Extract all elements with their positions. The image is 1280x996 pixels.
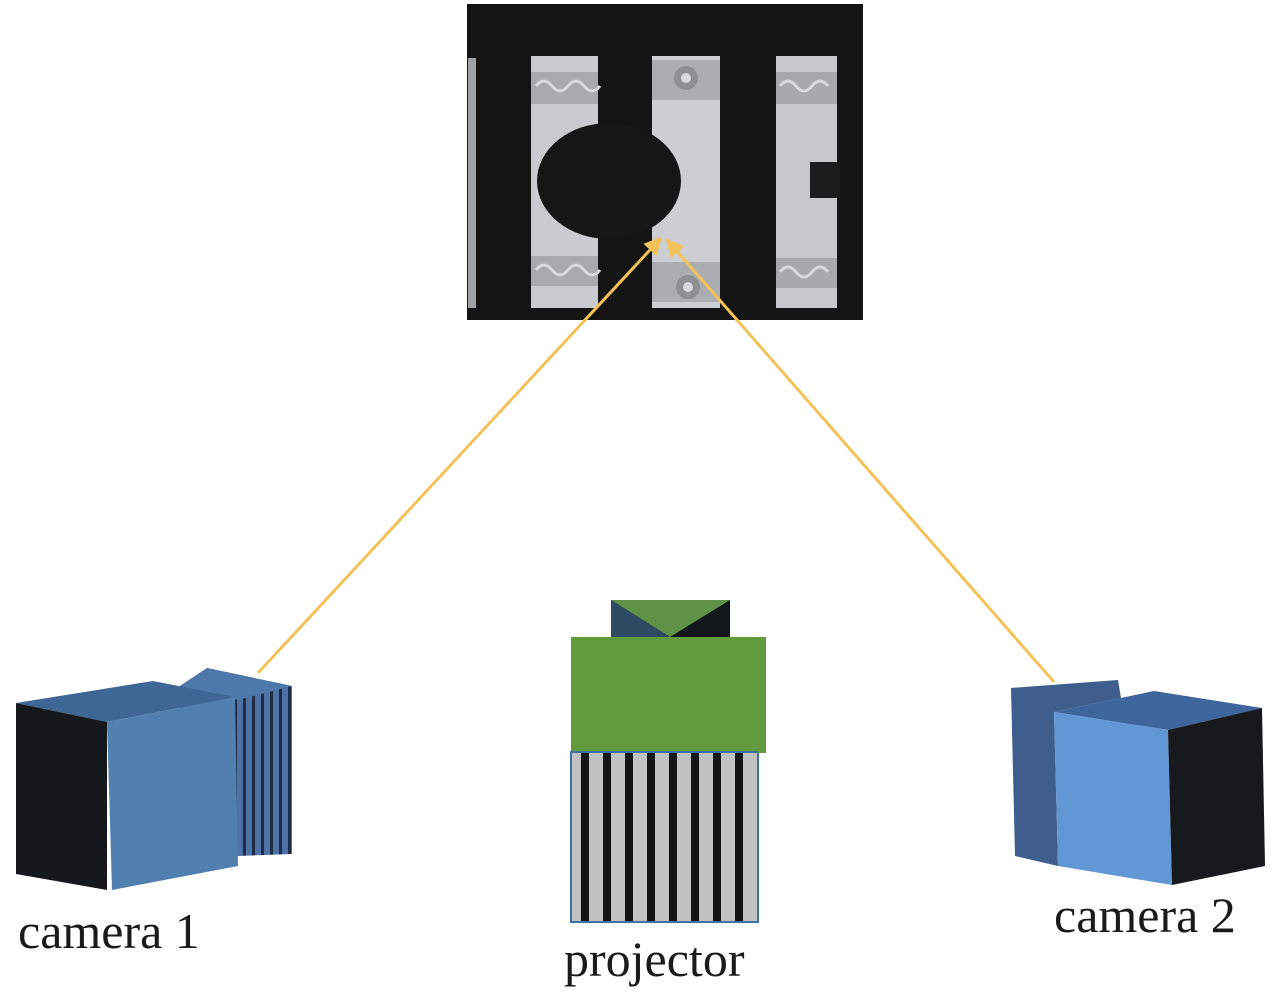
object-surface <box>468 56 840 308</box>
camera-2-label: camera 2 <box>1054 887 1236 943</box>
projector-label: projector <box>564 931 745 987</box>
camera-2-icon <box>1011 680 1265 885</box>
ray-camera-2 <box>665 238 1056 683</box>
ray-camera-1 <box>256 236 663 675</box>
camera-1-icon <box>16 668 292 890</box>
projector-icon <box>570 600 766 923</box>
camera-1-label: camera 1 <box>18 903 200 959</box>
object-photo-icon <box>467 4 863 320</box>
optical-rays <box>256 236 1056 683</box>
